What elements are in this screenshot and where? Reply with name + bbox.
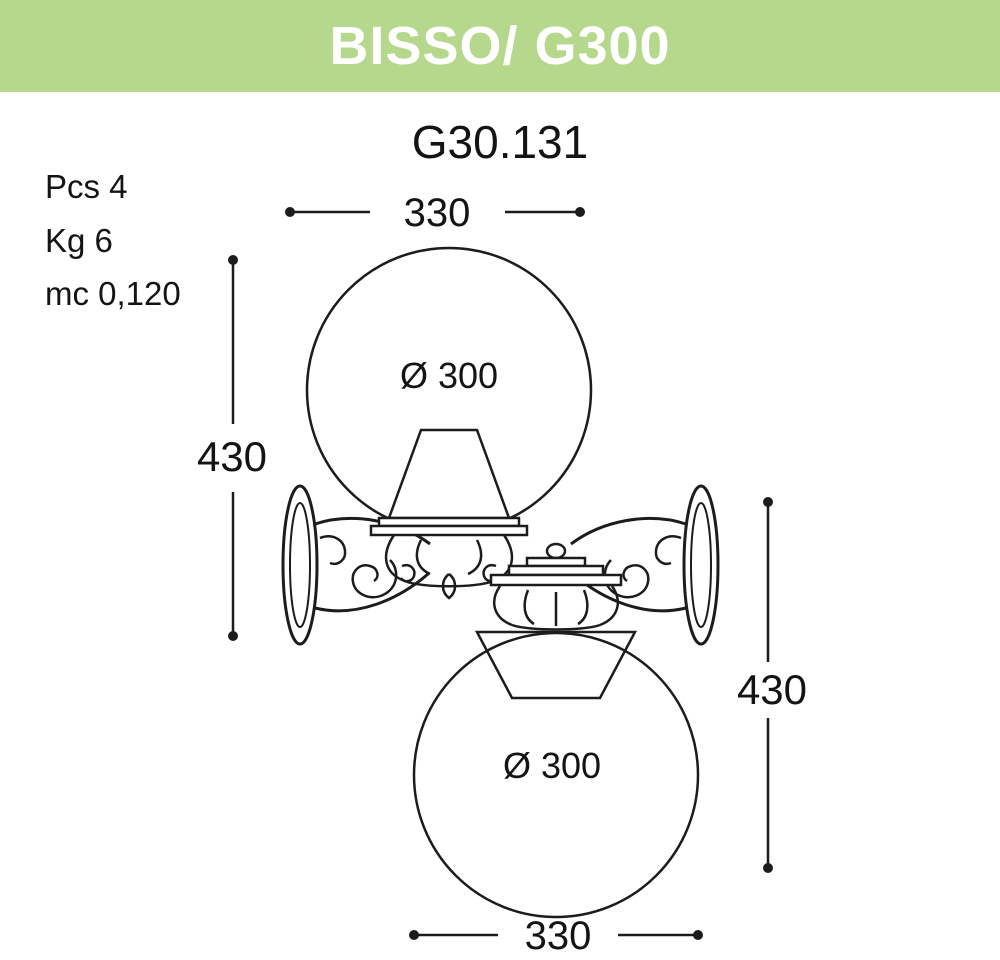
dim-endpoint — [285, 207, 295, 217]
dim-endpoint — [763, 497, 773, 507]
dim-endpoint — [228, 255, 238, 265]
lamp-globe-up: Ø 300 — [281, 246, 593, 646]
bottom-lamp-shade — [474, 630, 638, 700]
dimension-left-height: 430 — [197, 255, 267, 641]
dim-endpoint — [228, 631, 238, 641]
dim-endpoint — [763, 863, 773, 873]
dim-right-height-label: 430 — [737, 666, 807, 713]
banner-title: BISSO/ G300 — [329, 16, 671, 76]
dim-left-height-label: 430 — [197, 433, 267, 480]
spec-volume: mc 0,120 — [45, 275, 181, 312]
cap-finial — [545, 542, 567, 560]
model-number: G30.131 — [412, 116, 588, 168]
top-lamp-collar-lower — [369, 524, 529, 537]
specs-block: Pcs 4 Kg 6 mc 0,120 — [45, 168, 181, 312]
dim-endpoint — [693, 930, 703, 940]
lamp-globe-down: Ø 300 — [412, 484, 720, 919]
spec-pcs: Pcs 4 — [45, 168, 128, 205]
spec-weight: Kg 6 — [45, 222, 113, 259]
banner: BISSO/ G300 — [0, 0, 1000, 92]
dimension-right-height: 430 — [737, 497, 807, 873]
dim-endpoint — [409, 930, 419, 940]
dimension-bottom-width: 330 — [409, 914, 703, 958]
dim-bottom-width-label: 330 — [525, 914, 592, 958]
dim-top-width-label: 330 — [404, 191, 471, 235]
bottom-globe-diameter-label: Ø 300 — [503, 745, 601, 786]
dimension-top-width: 330 — [285, 191, 585, 235]
top-globe-diameter-label: Ø 300 — [400, 355, 498, 396]
top-lamp-neck — [387, 428, 511, 520]
dim-endpoint — [575, 207, 585, 217]
top-lamp-base-ornament — [384, 534, 514, 600]
bottom-lamp-cap — [489, 542, 623, 631]
